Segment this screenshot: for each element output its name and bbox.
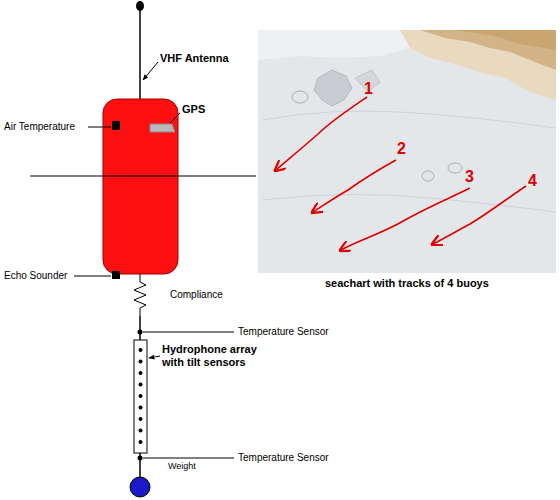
buoy-tracks	[276, 97, 526, 250]
part-label: GPS	[182, 103, 205, 116]
part-label: Echo Sounder	[4, 270, 67, 282]
sea-chart	[258, 30, 556, 273]
hydrophone-array	[134, 340, 147, 453]
weight	[130, 477, 150, 497]
echo-sounder	[112, 271, 120, 279]
waterline	[30, 175, 256, 176]
vhf-antenna	[136, 1, 144, 102]
callout-number: 3	[465, 168, 474, 186]
air-temperature-sensor	[112, 121, 120, 130]
temperature-sensor	[138, 456, 143, 461]
part-label: Temperature Sensor	[238, 326, 329, 338]
callout-number: 4	[528, 172, 537, 190]
caption: seachart with tracks of 4 buoys	[325, 277, 489, 289]
buoy-body	[103, 99, 178, 274]
part-label: Compliance	[170, 289, 223, 301]
part-label: Air Temperature	[4, 121, 75, 133]
callout-number: 1	[364, 80, 373, 98]
callout-number: 2	[397, 140, 406, 158]
compliance-spring	[134, 274, 146, 316]
part-label: Weight	[168, 461, 196, 472]
leader-lines	[74, 62, 234, 458]
part-label: VHF Antenna	[160, 52, 229, 65]
part-label: Hydrophone array with tilt sensors	[162, 343, 262, 369]
part-label: Temperature Sensor	[238, 452, 329, 464]
gps-unit	[150, 124, 175, 132]
temperature-sensor	[138, 330, 143, 335]
hydrophones	[139, 348, 143, 444]
